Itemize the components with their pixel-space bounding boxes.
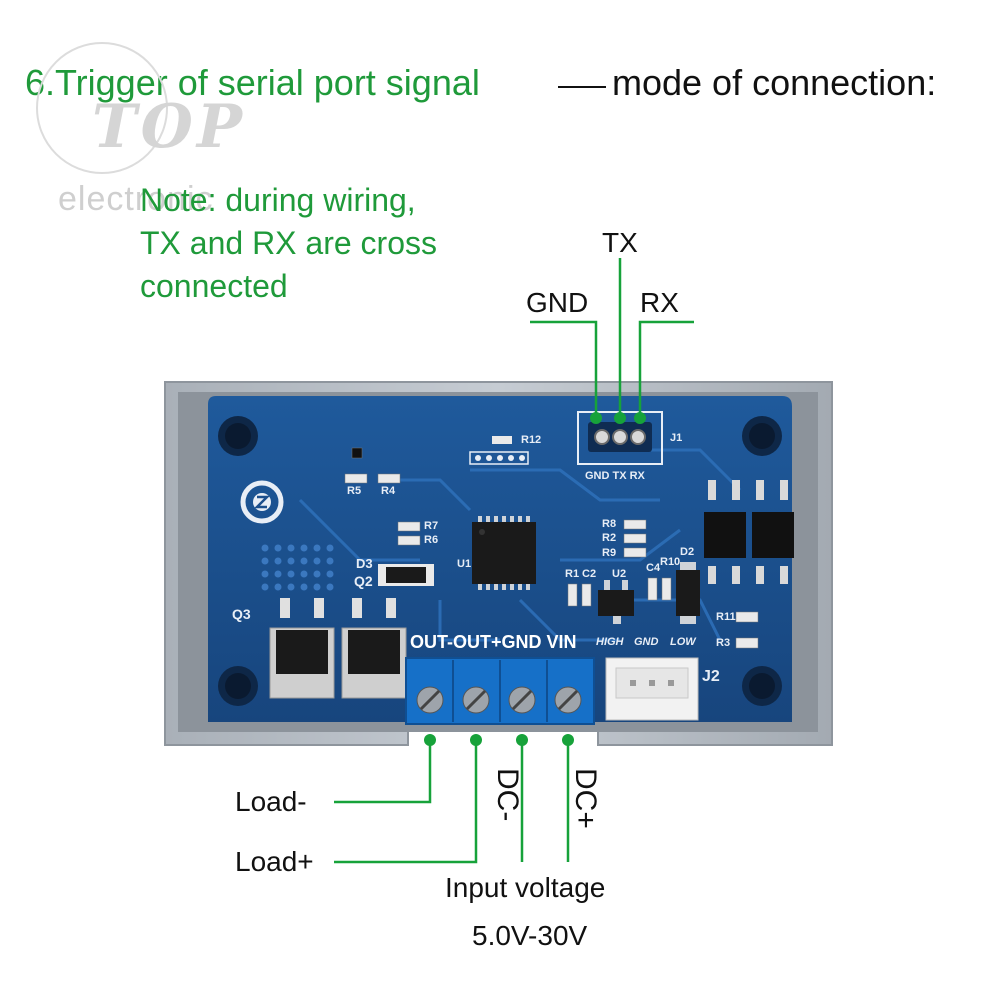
- note-line-1: Note: during wiring,: [140, 182, 416, 218]
- silk-q3: Q3: [232, 606, 251, 622]
- d3-diode: [378, 564, 434, 586]
- terminal-labels: OUT-OUT+GND VIN: [410, 632, 577, 652]
- silk-c2: C2: [582, 568, 597, 580]
- silk-u2: U2: [612, 568, 627, 580]
- serial-tx-label: TX: [602, 227, 638, 258]
- silk-r9: R9: [602, 547, 617, 559]
- silk-r10: R10: [660, 556, 681, 568]
- u2-regulator: [598, 580, 634, 624]
- silk-j1: J1: [670, 432, 683, 444]
- silk-r11: R11: [716, 611, 736, 623]
- silk-j1-pins: GND TX RX: [585, 470, 645, 482]
- heading-dash: [558, 86, 606, 88]
- silk-r6: R6: [424, 534, 439, 546]
- terminal-screws: [416, 686, 582, 714]
- pcb: [208, 396, 794, 722]
- board-logo: [240, 480, 284, 524]
- mounting-holes: [218, 416, 782, 706]
- silk-r7: R7: [424, 520, 439, 532]
- load-plus-label: Load+: [235, 846, 314, 877]
- watermark-circle: [36, 42, 168, 174]
- d2-diode: [676, 562, 700, 624]
- left-mosfets: [269, 598, 407, 699]
- via-grid: [261, 544, 334, 591]
- silk-r5: R5: [347, 485, 362, 497]
- load-minus-label: Load-: [235, 786, 307, 817]
- silk-d3: D3: [356, 556, 373, 571]
- serial-wire-dots: [590, 412, 646, 424]
- silk-r2: R2: [602, 532, 617, 544]
- silk-u1: U1: [457, 558, 472, 570]
- smd-parts: [344, 447, 759, 649]
- silk-r8: R8: [602, 518, 617, 530]
- input-voltage-range: 5.0V-30V: [472, 920, 588, 951]
- silk-c4: C4: [646, 562, 661, 574]
- silk-r1: R1: [565, 568, 580, 580]
- watermark-brand: TOP: [92, 92, 247, 162]
- silk-j2: J2: [702, 668, 720, 685]
- power-wire-dots: [424, 734, 574, 746]
- input-voltage-label: Input voltage: [445, 872, 606, 903]
- j1-connector: [577, 411, 663, 465]
- power-wires: [334, 740, 570, 864]
- silk-r4: R4: [381, 485, 396, 497]
- u1-chip: [472, 516, 536, 590]
- heading-black: mode of connection:: [612, 62, 937, 103]
- j2-connector: [605, 657, 699, 721]
- silk-low: LOW: [670, 636, 696, 648]
- terminal-block: [405, 657, 595, 725]
- note-line-3: connected: [140, 268, 288, 304]
- dc-minus-label: DC-: [491, 768, 524, 822]
- silk-d2: D2: [680, 546, 695, 558]
- silk-high: HIGH: [596, 636, 624, 648]
- r12-header: [469, 436, 529, 465]
- serial-wires: [530, 258, 694, 418]
- silk-gnd: GND: [634, 636, 659, 648]
- serial-rx-label: RX: [640, 287, 679, 318]
- right-mosfets: [704, 480, 794, 584]
- silk-r3: R3: [716, 637, 731, 649]
- silk-q2: Q2: [354, 573, 373, 589]
- watermark-sub: electronic: [58, 180, 214, 218]
- note-line-2: TX and RX are cross: [140, 225, 437, 261]
- serial-gnd-label: GND: [526, 287, 589, 318]
- dc-plus-label: DC+: [569, 768, 602, 829]
- silk-r12: R12: [521, 434, 542, 446]
